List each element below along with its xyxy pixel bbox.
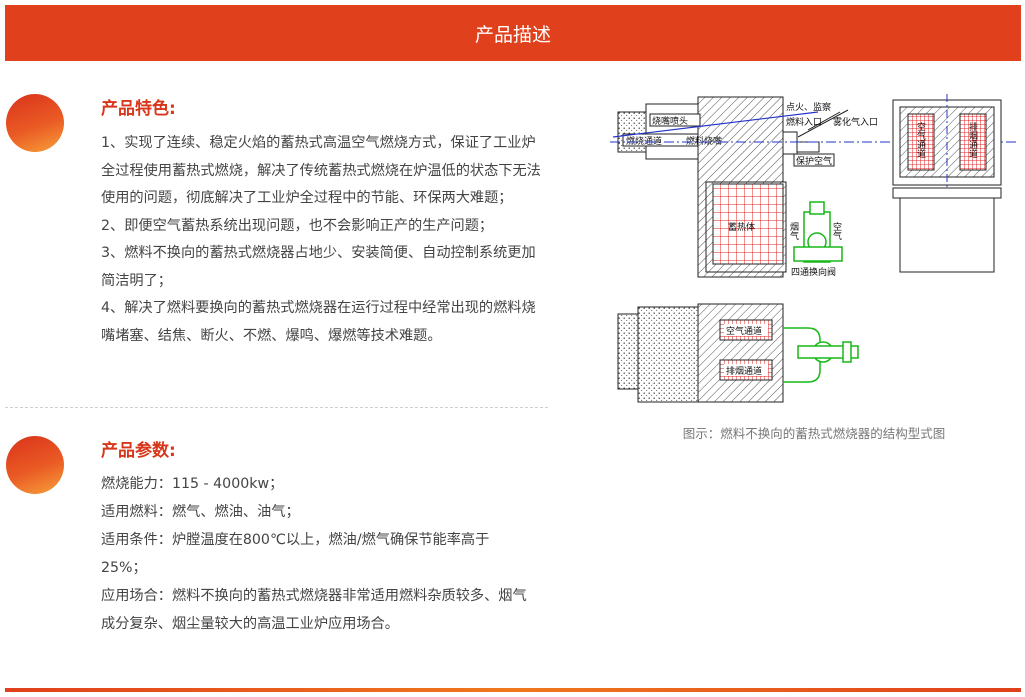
bottom-accent-bar: [5, 688, 1021, 692]
label-nozzle: 烧嘴喷头: [652, 115, 688, 127]
label-atomize-inlet: 雾化气入口: [833, 116, 878, 128]
params-title: 产品参数:: [101, 441, 176, 461]
label-protect-air: 保护空气: [796, 155, 832, 167]
four-way-valve: 烟气 空气 四通换向阀: [788, 201, 843, 278]
param-item: 燃烧能力：115 - 4000kw；: [101, 476, 284, 492]
param-item: 适用条件：炉膛温度在800℃以上，燃油/燃气确保节能率高于25%；: [101, 532, 490, 576]
label-regenerator: 蓄热体: [728, 221, 755, 233]
label-air: 空气: [831, 221, 842, 240]
label-exhaust-channel-vertical: 排烟通道: [967, 121, 978, 159]
section-header-title: 产品描述: [474, 23, 551, 46]
feature-item: 4、解决了燃料要换向的蓄热式燃烧器在运行过程中经常出现的燃料烧嘴堵塞、结焦、断火…: [101, 300, 536, 344]
side-view: 烧嘴喷头 燃烧通道 燃料烧嘴 蓄热体 点火、监察 燃料入口 雾化气入口 保护空气: [617, 96, 878, 278]
features-list: 1、实现了连续、稳定火焰的蓄热式高温空气燃烧方式，保证了工业炉全过程使用蓄热式燃…: [101, 130, 546, 350]
label-ignition: 点火、监察: [786, 101, 831, 113]
decorative-circle-icon: [6, 436, 64, 494]
decorative-circle-icon: [6, 94, 64, 152]
label-air-channel: 空气通道: [726, 325, 762, 337]
feature-item: 3、燃料不换向的蓄热式燃烧器占地少、安装简便、自动控制系统更加简洁明了；: [101, 245, 536, 289]
plan-view: 空气通道 排烟通道: [617, 303, 859, 403]
label-air-channel-vertical: 空气通道: [915, 121, 926, 159]
burner-structure-diagram: 烧嘴喷头 燃烧通道 燃料烧嘴 蓄热体 点火、监察 燃料入口 雾化气入口 保护空气…: [610, 94, 1018, 403]
diagram-caption: 图示：燃料不换向的蓄热式燃烧器的结构型式图: [682, 426, 946, 441]
param-item: 应用场合：燃料不换向的蓄热式燃烧器非常适用燃料杂质较多、烟气成分复杂、烟尘量较大…: [101, 588, 527, 632]
section-divider: [5, 407, 548, 408]
front-view: 空气通道 排烟通道: [892, 94, 1002, 273]
params-list: 燃烧能力：115 - 4000kw； 适用燃料：燃气、燃油、油气； 适用条件：炉…: [101, 470, 531, 638]
label-flue: 烟气: [788, 221, 799, 240]
label-fuel-channel: 燃烧通道: [626, 135, 662, 147]
feature-item: 2、即便空气蓄热系统出现问题，也不会影响正产的生产问题；: [101, 217, 494, 234]
param-item: 适用燃料：燃气、燃油、油气；: [101, 504, 300, 520]
label-fuel-inlet: 燃料入口: [786, 116, 822, 128]
label-exhaust-channel: 排烟通道: [726, 365, 762, 377]
section-header: 产品描述: [5, 5, 1021, 61]
features-title: 产品特色:: [101, 99, 176, 119]
label-fuel-nozzle: 燃料烧嘴: [686, 135, 722, 147]
label-valve: 四通换向阀: [791, 266, 836, 278]
feature-item: 1、实现了连续、稳定火焰的蓄热式高温空气燃烧方式，保证了工业炉全过程使用蓄热式燃…: [101, 135, 541, 206]
